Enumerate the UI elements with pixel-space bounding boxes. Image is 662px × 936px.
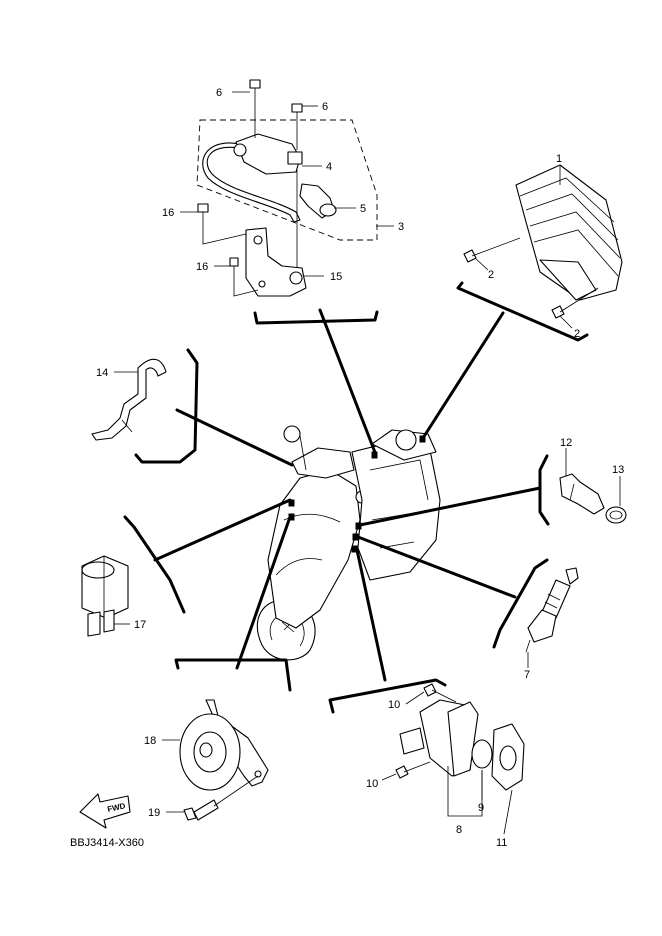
callout-16a: 16 — [162, 207, 174, 219]
diagram-code: BBJ3414-X360 — [70, 837, 144, 849]
callout-10a: 10 — [388, 699, 400, 711]
callout-1: 1 — [556, 153, 562, 165]
callout-7: 7 — [524, 669, 530, 681]
ignition-coil-assembly — [196, 79, 378, 297]
callout-6b: 6 — [322, 101, 328, 113]
callout-13: 13 — [612, 464, 624, 476]
callout-9: 9 — [478, 802, 484, 814]
callout-16b: 16 — [196, 261, 208, 273]
ecu-unit — [463, 164, 623, 319]
callout-2a: 2 — [488, 269, 494, 281]
fwd-arrow: FWD — [79, 793, 131, 829]
relay — [81, 555, 129, 637]
callout-8: 8 — [456, 824, 462, 836]
callout-numbers: 1 2 2 3 4 5 6 6 7 8 9 10 10 11 12 13 14 … — [96, 87, 624, 849]
idle-control-valve — [395, 683, 525, 791]
group-brackets — [123, 281, 589, 714]
callout-2b: 2 — [574, 328, 580, 340]
callout-11: 11 — [496, 837, 507, 849]
callout-19: 19 — [148, 807, 160, 819]
callout-15: 15 — [330, 271, 342, 283]
callout-5: 5 — [360, 203, 366, 215]
callout-14: 14 — [96, 367, 108, 379]
leader-lines — [114, 91, 621, 835]
callout-3: 3 — [398, 221, 404, 233]
wire-hook — [91, 358, 167, 441]
callout-10b: 10 — [366, 778, 378, 790]
callout-18: 18 — [144, 735, 156, 747]
callout-12: 12 — [560, 437, 572, 449]
callout-17: 17 — [134, 619, 146, 631]
horn — [179, 699, 269, 821]
fwd-label: FWD — [107, 801, 127, 814]
callout-4: 4 — [326, 161, 332, 173]
callout-6a: 6 — [216, 87, 222, 99]
scooter-illustration — [256, 425, 441, 661]
spark-plug — [525, 567, 579, 653]
sensor — [559, 473, 627, 524]
